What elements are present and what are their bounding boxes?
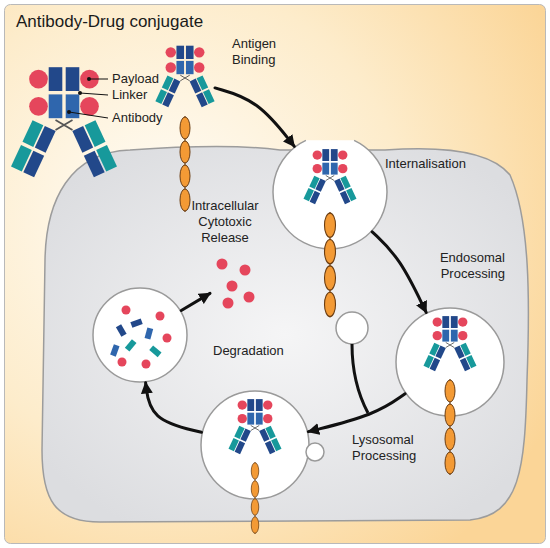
- stage-label: Internalisation: [385, 156, 495, 172]
- adc-lysosome: [228, 399, 281, 454]
- vesicle: Internalisation: [272, 134, 388, 250]
- panel-background: [5, 5, 546, 544]
- fragment: [125, 339, 137, 351]
- fragment: [130, 318, 142, 327]
- stage-label: Intracellular Cytotoxic Release: [175, 198, 275, 246]
- stage-label: Lysosomal Processing: [352, 432, 432, 464]
- payload-dot: [217, 259, 228, 270]
- process-arrow: [308, 394, 405, 432]
- adc-internalised: [303, 149, 356, 204]
- payload-dot: [122, 306, 131, 315]
- stage-region: Intracellular Cytotoxic Release: [210, 255, 255, 305]
- part-label: Payload: [112, 71, 159, 87]
- vesicle-outline: [92, 287, 188, 383]
- leader-line: [89, 79, 108, 80]
- payload-dot: [223, 298, 234, 309]
- vesicle-outline: [395, 307, 505, 417]
- leader-dot: [87, 77, 91, 81]
- adc-bound: [155, 46, 214, 108]
- stage-label: Antigen Binding: [232, 36, 302, 68]
- vesicle-membrane: [396, 308, 504, 416]
- antigen-chain: [325, 212, 336, 318]
- process-arrow: [215, 88, 294, 146]
- leader-dot: [78, 91, 82, 95]
- diagram-title: Antibody-Drug conjugate: [16, 12, 203, 32]
- fragment: [149, 345, 161, 357]
- small-vesicle: [336, 312, 368, 344]
- vesicle-outline: [272, 134, 388, 250]
- vesicle-bud: [306, 443, 324, 461]
- antigen-chain: [251, 462, 259, 534]
- payload-dot: [156, 312, 165, 321]
- invagination-membrane: [273, 140, 387, 249]
- vesicle-membrane: [93, 288, 187, 382]
- payload-dot: [244, 292, 255, 303]
- payload-dot: [240, 265, 251, 276]
- payload-dot: [118, 358, 127, 367]
- fragment: [110, 344, 119, 356]
- adc-endosome: [423, 316, 476, 371]
- vesicle-membrane: [201, 391, 309, 499]
- stage-label: Degradation: [213, 343, 313, 359]
- stage-region: Antigen Binding: [155, 42, 215, 117]
- vesicle-outline: [200, 390, 310, 500]
- fragment: [145, 327, 154, 339]
- part-label: Antibody: [112, 110, 163, 126]
- adc-structure: [11, 67, 117, 177]
- antigen-chain: [180, 116, 190, 212]
- vesicle: Endosomal Processing: [395, 307, 505, 417]
- released-payload: [217, 259, 255, 309]
- merge-line: [352, 344, 368, 413]
- process-arrow: [146, 383, 202, 433]
- stage-label: Endosomal Processing: [415, 250, 505, 282]
- part-label: Linker: [112, 87, 147, 103]
- degraded-fragments: [110, 306, 171, 369]
- leader-line: [80, 93, 108, 95]
- leader-line: [69, 112, 108, 118]
- vesicle: Lysosomal Processing: [200, 390, 310, 500]
- fragment: [116, 324, 127, 337]
- payload-dot: [227, 281, 238, 292]
- vesicle: Degradation: [92, 287, 188, 383]
- antigen-chain: [445, 379, 455, 475]
- leader-dot: [67, 110, 71, 114]
- process-arrow: [372, 232, 426, 313]
- process-arrow: [181, 293, 210, 310]
- payload-dot: [142, 360, 151, 369]
- payload-dot: [163, 334, 172, 343]
